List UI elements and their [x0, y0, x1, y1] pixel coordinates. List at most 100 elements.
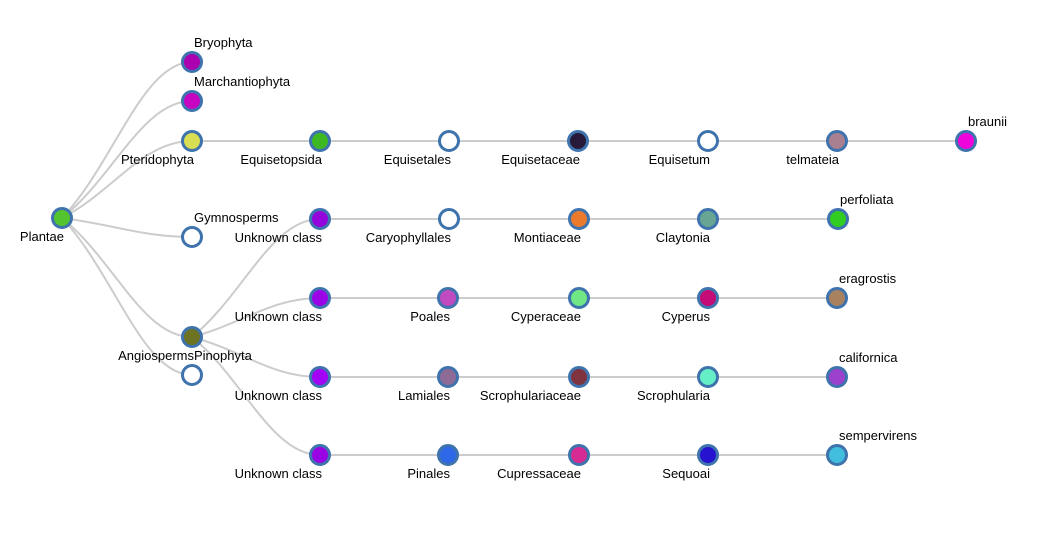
braunii-node-circle[interactable]: [955, 130, 977, 152]
pinales-label: Pinales: [407, 466, 450, 481]
claytonia-node-circle[interactable]: [697, 208, 719, 230]
californica-label: californica: [839, 350, 898, 365]
caryophyllales-node-circle[interactable]: [438, 208, 460, 230]
marchantiophyta-label: Marchantiophyta: [194, 74, 291, 89]
angiosperms-node-circle[interactable]: [181, 326, 203, 348]
tree-link-angiosperms-to-unknown_class_2: [191, 297, 321, 338]
tree-node-unknown_class_1: Unknown class: [235, 208, 331, 245]
cyperaceae-label: Cyperaceae: [511, 309, 581, 324]
pinales-node-circle[interactable]: [437, 444, 459, 466]
scrophulariaceae-node-circle[interactable]: [568, 366, 590, 388]
poales-label: Poales: [410, 309, 450, 324]
cyperus-label: Cyperus: [662, 309, 711, 324]
tree-node-braunii: braunii: [955, 114, 1007, 152]
braunii-label: braunii: [968, 114, 1007, 129]
scrophularia-node-circle[interactable]: [697, 366, 719, 388]
tree-link-angiosperms-to-unknown_class_3: [191, 336, 321, 378]
tree-link-plantae-to-bryophyta: [61, 61, 193, 219]
angiosperms-label: Angiosperms: [118, 348, 194, 363]
cyperus-node-circle[interactable]: [697, 287, 719, 309]
unknown_class_2-node-circle[interactable]: [309, 287, 331, 309]
cupressaceae-label: Cupressaceae: [497, 466, 581, 481]
tree-link-plantae-to-marchantiophyta: [61, 100, 193, 219]
equisetopsida-label: Equisetopsida: [240, 152, 322, 167]
tree-link-plantae-to-pinophyta: [61, 217, 193, 376]
sequoai-label: Sequoai: [662, 466, 710, 481]
unknown_class_1-label: Unknown class: [235, 230, 323, 245]
tree-node-pinophyta: Pinophyta: [181, 348, 253, 386]
cyperaceae-node-circle[interactable]: [568, 287, 590, 309]
perfoliata-node-circle[interactable]: [827, 208, 849, 230]
equisetum-node-circle[interactable]: [697, 130, 719, 152]
tree-node-scrophulariaceae: Scrophulariaceae: [480, 366, 590, 403]
gymnosperms-label: Gymnosperms: [194, 210, 279, 225]
tree-node-eragrostis: eragrostis: [826, 271, 897, 309]
plantae-node-circle[interactable]: [51, 207, 73, 229]
tree-node-marchantiophyta: Marchantiophyta: [181, 74, 291, 112]
montiaceae-label: Montiaceae: [514, 230, 581, 245]
tree-node-equisetales: Equisetales: [384, 130, 460, 167]
unknown_class_4-label: Unknown class: [235, 466, 323, 481]
tree-node-unknown_class_2: Unknown class: [235, 287, 331, 324]
montiaceae-node-circle[interactable]: [568, 208, 590, 230]
equisetaceae-label: Equisetaceae: [501, 152, 580, 167]
tree-link-plantae-to-pteridophyta: [61, 140, 193, 219]
tree-node-equisetopsida: Equisetopsida: [240, 130, 331, 167]
bryophyta-node-circle[interactable]: [181, 51, 203, 73]
perfoliata-label: perfoliata: [840, 192, 894, 207]
tree-node-telmateia: telmateia: [786, 130, 848, 167]
cupressaceae-node-circle[interactable]: [568, 444, 590, 466]
telmateia-label: telmateia: [786, 152, 840, 167]
tree-node-claytonia: Claytonia: [656, 208, 719, 245]
tree-node-perfoliata: perfoliata: [827, 192, 894, 230]
unknown_class_1-node-circle[interactable]: [309, 208, 331, 230]
sempervirens-node-circle[interactable]: [826, 444, 848, 466]
pinophyta-label: Pinophyta: [194, 348, 253, 363]
sequoai-node-circle[interactable]: [697, 444, 719, 466]
claytonia-label: Claytonia: [656, 230, 711, 245]
scrophularia-label: Scrophularia: [637, 388, 711, 403]
tree-node-gymnosperms: Gymnosperms: [181, 210, 279, 248]
equisetum-label: Equisetum: [649, 152, 710, 167]
tree-node-equisetaceae: Equisetaceae: [501, 130, 589, 167]
tree-link-plantae-to-angiosperms: [61, 217, 193, 338]
equisetales-node-circle[interactable]: [438, 130, 460, 152]
equisetaceae-node-circle[interactable]: [567, 130, 589, 152]
lamiales-node-circle[interactable]: [437, 366, 459, 388]
tree-node-cupressaceae: Cupressaceae: [497, 444, 590, 481]
lamiales-label: Lamiales: [398, 388, 451, 403]
equisetopsida-node-circle[interactable]: [309, 130, 331, 152]
unknown_class_2-label: Unknown class: [235, 309, 323, 324]
unknown_class_3-label: Unknown class: [235, 388, 323, 403]
tree-node-unknown_class_3: Unknown class: [235, 366, 331, 403]
links-layer: [61, 61, 966, 456]
marchantiophyta-node-circle[interactable]: [181, 90, 203, 112]
tree-node-californica: californica: [826, 350, 898, 388]
gymnosperms-node-circle[interactable]: [181, 226, 203, 248]
tree-node-pteridophyta: Pteridophyta: [121, 130, 203, 167]
tree-node-montiaceae: Montiaceae: [514, 208, 590, 245]
tree-node-cyperaceae: Cyperaceae: [511, 287, 590, 324]
telmateia-node-circle[interactable]: [826, 130, 848, 152]
tree-node-plantae: Plantae: [20, 207, 73, 244]
tree-link-angiosperms-to-unknown_class_4: [191, 336, 321, 456]
pinophyta-node-circle[interactable]: [181, 364, 203, 386]
tree-node-caryophyllales: Caryophyllales: [366, 208, 460, 245]
unknown_class_4-node-circle[interactable]: [309, 444, 331, 466]
tree-node-unknown_class_4: Unknown class: [235, 444, 331, 481]
tree-node-angiosperms: Angiosperms: [118, 326, 203, 363]
pteridophyta-node-circle[interactable]: [181, 130, 203, 152]
poales-node-circle[interactable]: [437, 287, 459, 309]
californica-node-circle[interactable]: [826, 366, 848, 388]
tree-node-equisetum: Equisetum: [649, 130, 719, 167]
nodes-layer: Plantae BryophytaMarchantiophytaPteridoph…: [20, 35, 1007, 481]
tree-link-angiosperms-to-unknown_class_1: [191, 218, 321, 338]
eragrostis-node-circle[interactable]: [826, 287, 848, 309]
sempervirens-label: sempervirens: [839, 428, 918, 443]
tree-node-cyperus: Cyperus: [662, 287, 719, 324]
unknown_class_3-node-circle[interactable]: [309, 366, 331, 388]
plantae-label: Plantae: [20, 229, 64, 244]
tree-node-bryophyta: Bryophyta: [181, 35, 253, 73]
